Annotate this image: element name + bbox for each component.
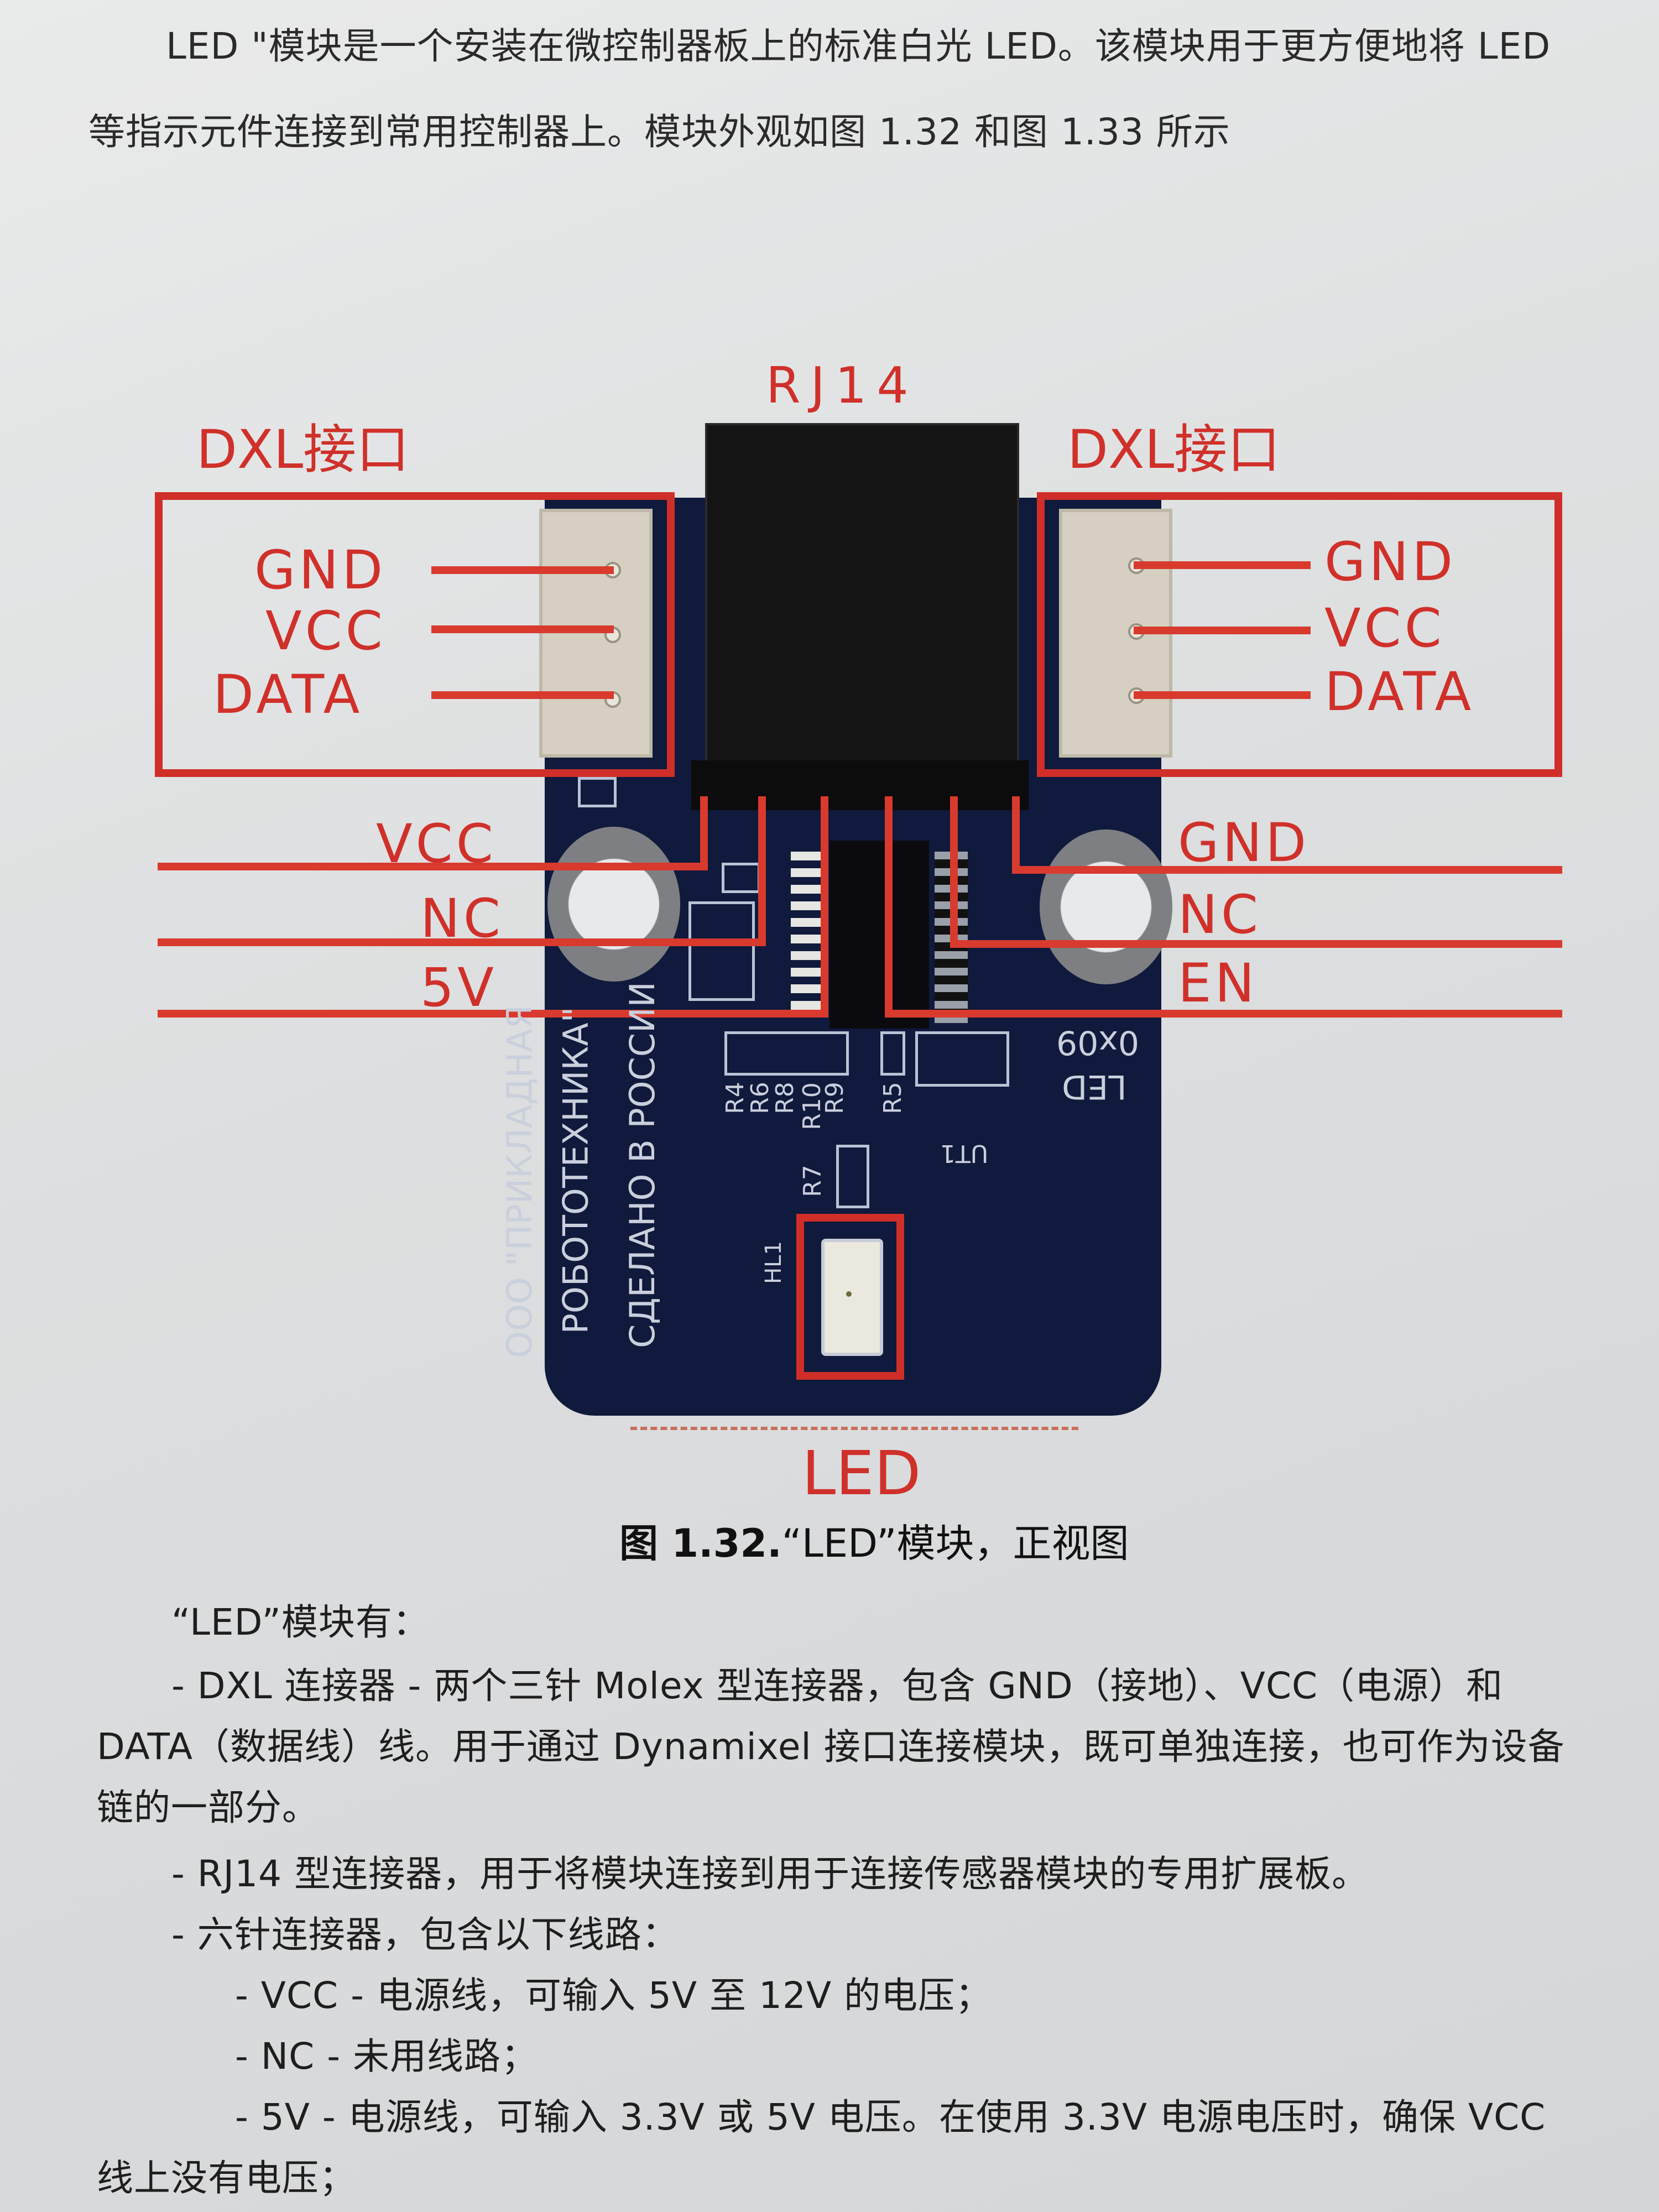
ic-left (791, 852, 824, 1018)
six-pin-nc-right-line-h (950, 940, 1562, 948)
six-pin-gnd-label: GND (1178, 812, 1310, 874)
intro-line-2: 等指示元件连接到常用控制器上。模块外观如图 1.32 和图 1.33 所示 (88, 111, 1230, 153)
right-dxl-vcc-label: VCC (1324, 597, 1445, 659)
smd-cap-c1 (578, 777, 617, 807)
six-pin-5v-line-h (158, 1010, 828, 1018)
six-pin-gnd-line-h (1012, 866, 1562, 874)
smd-transistor (688, 901, 755, 1001)
six-pin-nc-line-v (758, 796, 766, 946)
left-dxl-connector (539, 509, 653, 758)
six-pin-gnd-line-v (1012, 796, 1020, 874)
six-pin-vcc-line-v (700, 796, 708, 870)
left-dxl-gnd-line (431, 566, 614, 574)
silk-r6: R6 (745, 1082, 774, 1114)
body-line-1: - DXL 连接器 - 两个三针 Molex 型连接器，包含 GND（接地）、V… (171, 1665, 1504, 1707)
right-dxl-box (1037, 492, 1562, 777)
silk-made-in: СДЕЛАНО В РОССИИ (622, 982, 662, 1348)
rj14-label: RJ14 (766, 357, 919, 415)
body-line-3: 链的一部分。 (97, 1786, 319, 1829)
left-dxl-data-label: DATA (213, 664, 363, 726)
led-component (821, 1239, 883, 1356)
six-pin-nc-right-line-v (950, 796, 958, 948)
right-dxl-data-label: DATA (1324, 661, 1475, 723)
mounting-hole-left (547, 827, 680, 982)
six-pin-nc-line-h (158, 938, 766, 946)
silk-company-line1: OOO "ПРИКЛАДНАЯ (499, 1005, 540, 1358)
right-dxl-gnd-label: GND (1324, 531, 1457, 593)
left-dxl-vcc-label: VCC (265, 600, 386, 662)
mounting-hole-right (1040, 830, 1172, 984)
six-pin-5v-line-v (821, 796, 828, 1018)
silk-company-line2: РОБОТОТЕХНИКА" (555, 1006, 596, 1334)
body-line-4: - RJ14 型连接器，用于将模块连接到用于连接传感器模块的专用扩展板。 (171, 1853, 1369, 1895)
right-dxl-title: DXL接口 (1067, 419, 1281, 481)
intro-line-1: LED "模块是一个安装在微控制器板上的标准白光 LED。该模块用于更方便地将 … (166, 25, 1551, 67)
left-dxl-gnd-label: GND (254, 539, 387, 601)
six-pin-5v-label: 5V (420, 957, 497, 1019)
silk-ut1: UT1 (940, 1139, 989, 1167)
figure-caption-text: “LED”模块，正视图 (781, 1521, 1129, 1566)
body-line-6: - VCC - 电源线，可输入 5V 至 12V 的电压； (235, 1974, 993, 2017)
body-line-5: - 六针连接器，包含以下线路： (171, 1913, 679, 1956)
led-label: LED (802, 1438, 921, 1509)
left-dxl-title: DXL接口 (196, 419, 410, 481)
silk-address: 0x09 (1056, 1023, 1140, 1062)
silk-r7: R7 (798, 1165, 827, 1197)
body-line-2: DATA（数据线）线。用于通过 Dynamixel 接口连接模块，既可单独连接，… (97, 1725, 1565, 1768)
silk-r4: R4 (721, 1082, 749, 1114)
silk-r9: R9 (820, 1082, 849, 1114)
body-heading: “LED”模块有： (171, 1601, 430, 1644)
rj14-connector (705, 423, 1019, 765)
silk-r8: R8 (770, 1082, 799, 1114)
left-dxl-box (155, 492, 675, 777)
right-dxl-data-line (1134, 691, 1311, 699)
ut1-footprint (915, 1031, 1009, 1087)
body-line-9: 线上没有电压； (97, 2157, 356, 2199)
led-highlight-box (796, 1214, 904, 1380)
resistor-r5 (880, 1031, 905, 1076)
six-pin-nc-right-label: NC (1178, 884, 1261, 946)
rj14-skirt (691, 760, 1029, 810)
ic-body (830, 841, 929, 1029)
figure-caption-number: 图 1.32. (619, 1521, 782, 1566)
body-line-8: - 5V - 电源线，可输入 3.3V 或 5V 电压。在使用 3.3V 电源电… (235, 2096, 1546, 2138)
resistor-bank (724, 1031, 849, 1076)
right-dxl-gnd-line (1134, 561, 1311, 569)
six-pin-vcc-line-h (158, 863, 708, 870)
silk-hl1: HL1 (760, 1241, 786, 1284)
led-dot-icon (846, 1291, 852, 1297)
resistor-r7 (836, 1145, 869, 1208)
figure-caption: 图 1.32.“LED”模块，正视图 (619, 1512, 1129, 1568)
body-line-7: - NC - 未用线路； (235, 2035, 539, 2078)
left-dxl-vcc-line (431, 625, 614, 633)
six-pin-en-label: EN (1178, 952, 1258, 1014)
six-pin-en-line-v (885, 796, 893, 1018)
silk-r5: R5 (878, 1082, 907, 1114)
dashed-guide-line (630, 1427, 1078, 1430)
smd-cap-c2 (722, 863, 760, 893)
six-pin-en-line-h (885, 1010, 1562, 1018)
silk-board-name: LED (1062, 1067, 1127, 1106)
right-dxl-vcc-line (1134, 627, 1311, 634)
left-dxl-data-line (431, 691, 614, 699)
